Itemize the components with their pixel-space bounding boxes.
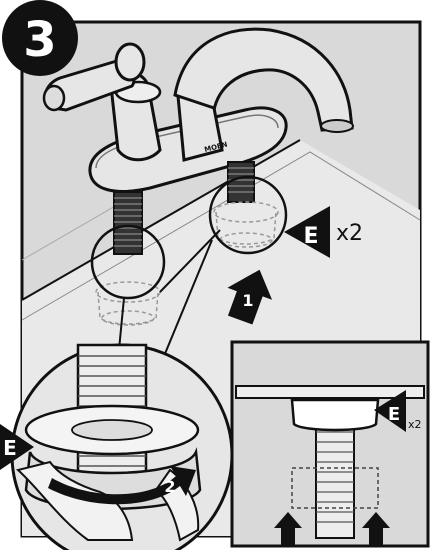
shank-left [113, 191, 143, 255]
sequence-number-2: 2 [164, 477, 175, 496]
closeup-circle: 2 [10, 343, 234, 550]
up-arrow-icon [274, 512, 302, 546]
callout-quantity: x2 [336, 221, 363, 246]
inset-callout-quantity: x2 [408, 418, 422, 431]
pointer-triangle-icon [284, 206, 330, 258]
faucet: MOEN [42, 27, 354, 193]
pointer-triangle-icon [0, 424, 34, 470]
callout-letter: E [303, 224, 318, 249]
part-callout-main: E x2 [284, 206, 363, 258]
shank-right [227, 161, 255, 203]
focus-circle-left [90, 224, 166, 300]
inset-panel: E x2 [230, 340, 430, 548]
nut-right-dashed [213, 201, 279, 248]
focus-circle-right [208, 175, 288, 255]
pointer-triangle-icon [374, 390, 406, 432]
step-arrow-1: 1 [227, 269, 273, 325]
up-arrow-icon [227, 269, 273, 325]
up-arrow-icon [362, 512, 390, 546]
part-callout-left-closeup: E [0, 424, 34, 470]
sequence-number-1: 1 [242, 291, 253, 310]
step-number: 3 [23, 12, 56, 68]
inset-callout-letter: E [388, 404, 400, 425]
rotate-arrow-icon [48, 466, 196, 505]
callout-letter-left: E [3, 436, 17, 460]
step-badge: 3 [2, 0, 78, 76]
